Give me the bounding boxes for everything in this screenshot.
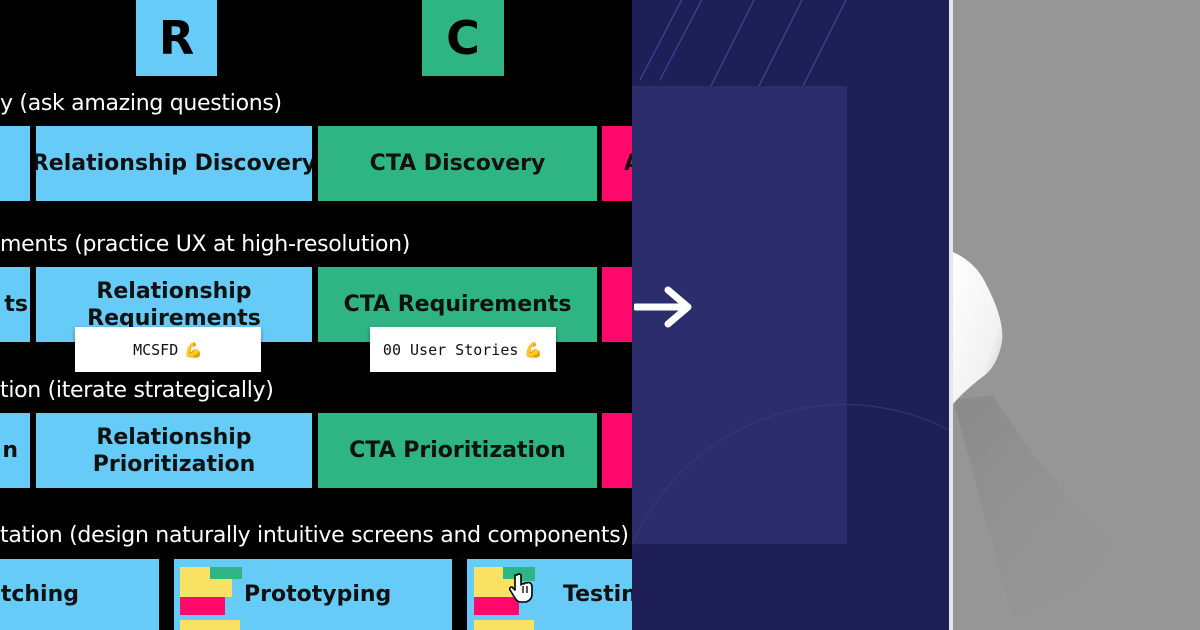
cell-cta-prioritization: CTA Prioritization [318,413,597,488]
cell-relationship-prioritization: Relationship Prioritization [36,413,312,488]
row-title-presentation: tation (design naturally intuitive scree… [0,523,629,548]
cell-cta-discovery: CTA Discovery [318,126,597,201]
cell-line: Relationship [96,424,252,450]
column-header-r: R [136,0,217,76]
cell-row2-pink [602,267,632,342]
right-arrow-icon [634,286,692,328]
row-title-prioritization: tion (iterate strategically) [0,378,274,403]
cell-line: Requirements [87,305,261,331]
cell-row3-pink [602,413,632,488]
cell-sketching: etching [0,559,159,630]
mini-sticky [210,567,242,579]
mini-sticky [474,579,519,597]
column-header-c: C [422,0,504,76]
arc-decoration [632,403,949,546]
mini-sticky [180,620,240,630]
row-title-requirements: ments (practice UX at high-resolution) [0,232,411,257]
mini-sticky [474,620,534,630]
navy-background-panel [632,0,949,630]
mini-sticky [474,597,519,615]
cell-row1-left [0,126,30,201]
navy-card [632,86,847,544]
cell-row3-left: n [0,413,30,488]
row-title-discovery: y (ask amazing questions) [0,91,282,116]
cell-row2-left: ts [0,267,30,342]
page-curl-decoration [953,252,1143,620]
mini-sticky [180,597,225,615]
ux-framework-board: R C y (ask amazing questions) Relationsh… [0,0,632,630]
flexed-biceps-icon: 💪 [524,340,544,359]
note-text: 00 User Stories [382,340,519,359]
cell-row1-pink: A [602,126,632,201]
panel-divider [949,0,953,630]
mini-sticky [180,579,232,597]
mini-sticky [180,567,212,579]
note-text: MCSFD [133,340,179,359]
cell-line: Relationship [96,278,252,304]
sticky-note-user-stories: 00 User Stories 💪 [370,327,556,372]
flexed-biceps-icon: 💪 [184,340,203,359]
cell-line: Prioritization [92,451,256,477]
hand-pointer-icon [508,573,533,603]
gray-background-panel [953,0,1200,630]
sticky-note-mcsfd: MCSFD 💪 [75,327,261,372]
cell-relationship-discovery: Relationship Discovery [36,126,312,201]
mini-sticky [474,567,504,579]
